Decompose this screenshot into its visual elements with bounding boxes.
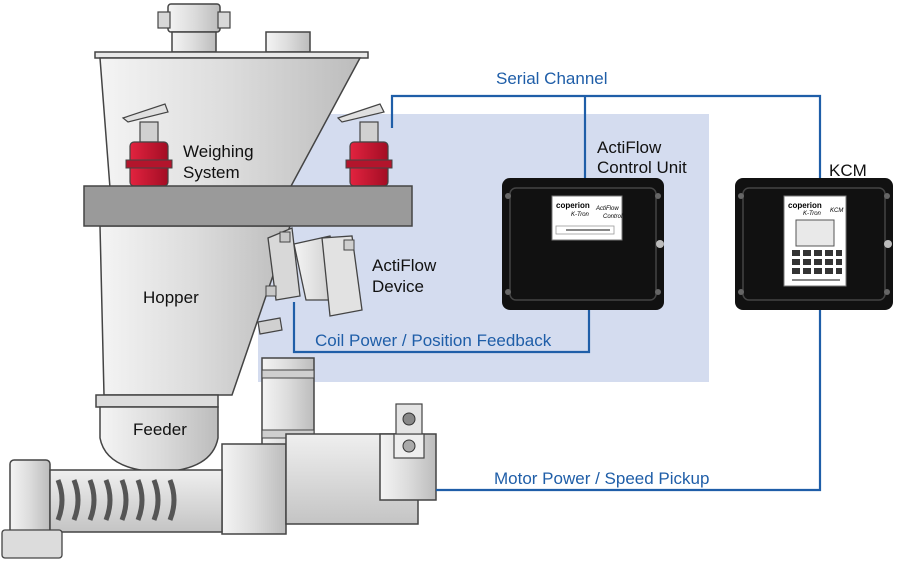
control-unit-brand: coperion xyxy=(556,201,590,210)
serial-channel-wire xyxy=(390,94,822,178)
actiflow-control-unit: coperion K-Tron ActiFlow Control xyxy=(502,178,664,310)
kcm-keypad xyxy=(792,250,842,274)
wiring xyxy=(292,94,822,492)
support-frame xyxy=(83,185,413,227)
feeder-drive xyxy=(221,357,437,535)
screw-conveyor xyxy=(1,459,223,559)
kcm-subbrand: K-Tron xyxy=(803,211,822,217)
weighing-system-label-line1: Weighing xyxy=(183,142,254,161)
actiflow-control-unit-label-line1: ActiFlow xyxy=(597,138,662,157)
kcm-device-name: KCM xyxy=(830,208,843,214)
motor-power-wire xyxy=(436,310,822,492)
hopper-label: Hopper xyxy=(143,288,199,307)
hopper xyxy=(94,51,369,473)
control-unit-name: ActiFlow xyxy=(595,206,619,212)
coil-power-label: Coil Power / Position Feedback xyxy=(315,331,552,350)
kcm-screen xyxy=(795,219,835,247)
control-unit-subbrand: K-Tron xyxy=(571,212,590,218)
kcm-unit: coperion K-Tron KCM xyxy=(735,178,893,310)
feeder-label: Feeder xyxy=(133,420,187,439)
kcm-brand: coperion xyxy=(788,201,822,210)
actiflow-device-illustration xyxy=(257,227,363,335)
coil-power-wire xyxy=(292,302,591,354)
actiflow-control-unit-label-line2: Control Unit xyxy=(597,158,687,177)
serial-channel-label: Serial Channel xyxy=(496,69,608,88)
weighing-system-label-line2: System xyxy=(183,163,240,182)
actiflow-device-label-line1: ActiFlow xyxy=(372,256,437,275)
control-unit-sub-name: Control xyxy=(603,214,623,220)
actiflow-device-label-line2: Device xyxy=(372,277,424,296)
load-cell-right xyxy=(336,103,393,187)
kcm-label: KCM xyxy=(829,161,867,180)
motor-power-label: Motor Power / Speed Pickup xyxy=(494,469,710,488)
inlet-pipe xyxy=(157,3,311,53)
